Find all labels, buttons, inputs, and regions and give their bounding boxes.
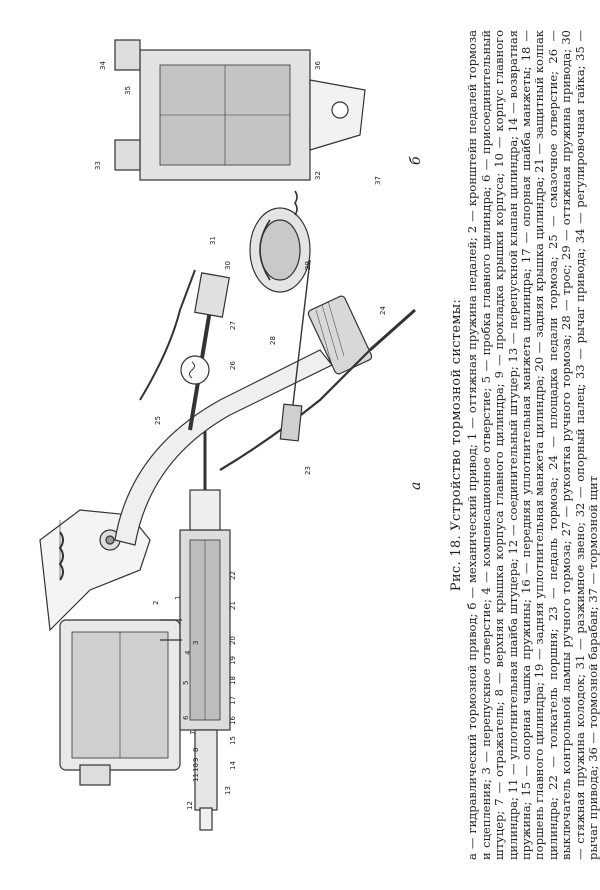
subfigure-label-b: б xyxy=(408,156,424,165)
subfigure-label-a: а xyxy=(408,482,424,490)
callout-30: 30 xyxy=(224,261,232,270)
callout-37: 37 xyxy=(374,176,382,185)
master-cylinder-drawing xyxy=(59,430,231,831)
figure-caption: Рис. 18. Устройство тормозной системы: а… xyxy=(449,30,600,860)
callout-34: 34 xyxy=(99,61,107,70)
callout-9: 9 xyxy=(192,758,200,762)
callout-12: 12 xyxy=(186,801,194,810)
callout-6: 6 xyxy=(182,715,190,720)
rotated-figure-block: а б 1 2 3 4 5 6 7 8 9 10 11 12 13 14 15 … xyxy=(20,20,600,870)
callout-3: 3 xyxy=(192,641,200,645)
callout-36: 36 xyxy=(314,61,322,70)
brake-shoe-drawing xyxy=(249,190,311,293)
callout-13: 13 xyxy=(224,786,232,795)
callout-24: 24 xyxy=(379,306,387,315)
caption-body: а — гидравлический тормозной привод; б —… xyxy=(465,30,600,860)
callout-22: 22 xyxy=(229,571,237,580)
callout-10: 10 xyxy=(192,763,200,772)
callout-31: 31 xyxy=(209,236,217,245)
callout-7: 7 xyxy=(189,731,197,735)
callout-18: 18 xyxy=(229,676,237,685)
callout-27: 27 xyxy=(229,321,237,330)
callout-23: 23 xyxy=(304,466,312,475)
callout-17: 17 xyxy=(229,696,237,705)
callout-5: 5 xyxy=(182,681,190,685)
callout-14: 14 xyxy=(229,761,237,770)
handbrake-lever-drawing xyxy=(139,269,416,471)
callout-20: 20 xyxy=(229,636,237,645)
callout-21: 21 xyxy=(229,601,237,610)
callout-28: 28 xyxy=(269,336,277,345)
brake-system-illustration: а б 1 2 3 4 5 6 7 8 9 10 11 12 13 14 15 … xyxy=(39,39,424,831)
brake-drum-drawing xyxy=(114,39,366,181)
callout-26: 26 xyxy=(229,361,237,370)
callout-11: 11 xyxy=(192,773,200,782)
callout-25: 25 xyxy=(154,416,162,425)
callout-8: 8 xyxy=(192,748,200,752)
part-callouts: 1 2 3 4 5 6 7 8 9 10 11 12 13 14 15 16 1… xyxy=(94,61,387,810)
callout-16: 16 xyxy=(229,716,237,725)
callout-35: 35 xyxy=(124,86,132,95)
caption-title: Рис. 18. Устройство тормозной системы: xyxy=(449,298,464,592)
brake-pedal-drawing xyxy=(114,295,373,546)
callout-33: 33 xyxy=(94,161,102,170)
callout-4: 4 xyxy=(184,650,192,655)
callout-19: 19 xyxy=(229,656,237,665)
callout-1: 1 xyxy=(174,596,182,600)
callout-32: 32 xyxy=(314,171,322,180)
callout-2: 2 xyxy=(152,601,160,605)
callout-29: 29 xyxy=(304,261,312,270)
cable-drawing xyxy=(279,259,311,442)
callout-15: 15 xyxy=(229,736,237,745)
